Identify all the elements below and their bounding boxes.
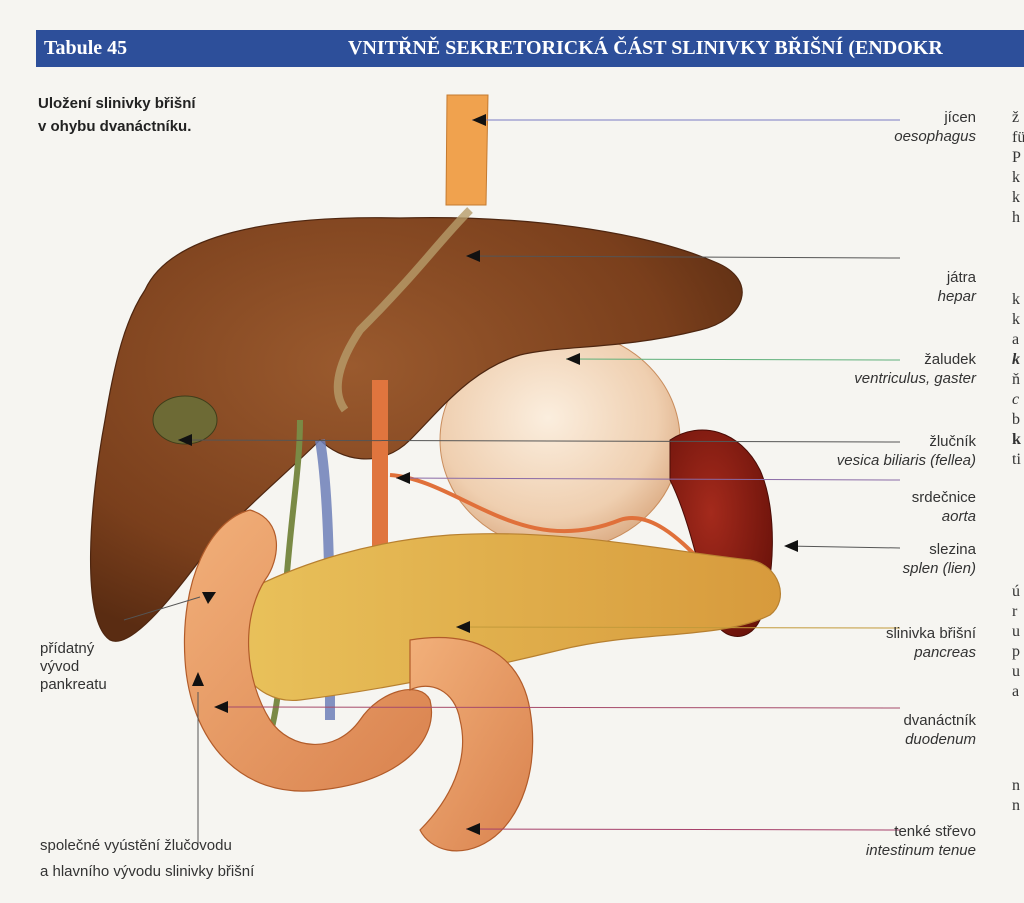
label-latin: ventriculus, gaster — [790, 369, 976, 388]
side-letter: b — [1012, 410, 1021, 430]
label-intestine: tenké střevo intestinum tenue — [790, 822, 976, 860]
label-czech: dvanáctník — [790, 711, 976, 730]
side-letter: ú — [1012, 582, 1020, 602]
label-line: přídatný — [40, 640, 107, 658]
side-letter: n — [1012, 796, 1020, 816]
side-letter: a — [1012, 682, 1020, 702]
label-czech: slezina — [790, 540, 976, 559]
side-letter: P — [1012, 148, 1024, 168]
label-latin: duodenum — [790, 730, 976, 749]
label-czech: slinivka břišní — [790, 624, 976, 643]
side-letter: ž — [1012, 108, 1024, 128]
side-letter: u — [1012, 662, 1020, 682]
label-gallbladder: žlučník vesica biliaris (fellea) — [790, 432, 976, 470]
side-text-column-3: ú r u p u a — [1012, 582, 1020, 702]
label-czech: žaludek — [790, 350, 976, 369]
leader-duodenum — [218, 707, 900, 708]
label-line: společné vyústění žlučovodu — [40, 833, 254, 859]
oesophagus-shape — [446, 95, 488, 205]
side-text-column-4: n n — [1012, 776, 1020, 816]
label-latin: pancreas — [790, 643, 976, 662]
side-letter: k — [1012, 350, 1021, 370]
side-letter: ti — [1012, 450, 1021, 470]
label-spleen: slezina splen (lien) — [790, 540, 976, 578]
side-letter: n — [1012, 776, 1020, 796]
side-letter: r — [1012, 602, 1020, 622]
label-line: pankreatu — [40, 676, 107, 694]
label-hepar: játra hepar — [790, 268, 976, 306]
label-common-opening: společné vyústění žlučovodu a hlavního v… — [40, 833, 254, 885]
label-czech: srdečnice — [790, 488, 976, 507]
arrow-aorta — [396, 472, 410, 484]
label-accessory-duct: přídatný vývod pankreatu — [40, 640, 107, 694]
label-line: a hlavního vývodu slinivky břišní — [40, 859, 254, 885]
label-latin: splen (lien) — [790, 559, 976, 578]
small-intestine-shape — [410, 638, 533, 851]
side-letter: c — [1012, 390, 1021, 410]
side-letter: fü — [1012, 128, 1024, 148]
label-aorta: srdečnice aorta — [790, 488, 976, 526]
label-latin: intestinum tenue — [790, 841, 976, 860]
label-czech: játra — [790, 268, 976, 287]
label-latin: hepar — [790, 287, 976, 306]
side-letter: ň — [1012, 370, 1021, 390]
side-text-column-2: k k a k ň c b k ti — [1012, 290, 1021, 470]
label-pancreas: slinivka břišní pancreas — [790, 624, 976, 662]
side-letter: p — [1012, 642, 1020, 662]
side-letter: k — [1012, 310, 1021, 330]
label-czech: tenké střevo — [790, 822, 976, 841]
label-latin: vesica biliaris (fellea) — [790, 451, 976, 470]
side-letter: k — [1012, 168, 1024, 188]
side-letter: u — [1012, 622, 1020, 642]
label-latin: oesophagus — [790, 127, 976, 146]
label-czech: jícen — [790, 108, 976, 127]
side-letter: a — [1012, 330, 1021, 350]
side-letter: h — [1012, 208, 1024, 228]
side-text-column: ž fü P k k h — [1012, 108, 1024, 228]
label-line: vývod — [40, 658, 107, 676]
label-gaster: žaludek ventriculus, gaster — [790, 350, 976, 388]
gallbladder-shape — [153, 396, 217, 444]
label-latin: aorta — [790, 507, 976, 526]
label-czech: žlučník — [790, 432, 976, 451]
side-letter: k — [1012, 290, 1021, 310]
side-letter: k — [1012, 188, 1024, 208]
label-oesophagus: jícen oesophagus — [790, 108, 976, 146]
label-duodenum: dvanáctník duodenum — [790, 711, 976, 749]
side-letter: k — [1012, 430, 1021, 450]
